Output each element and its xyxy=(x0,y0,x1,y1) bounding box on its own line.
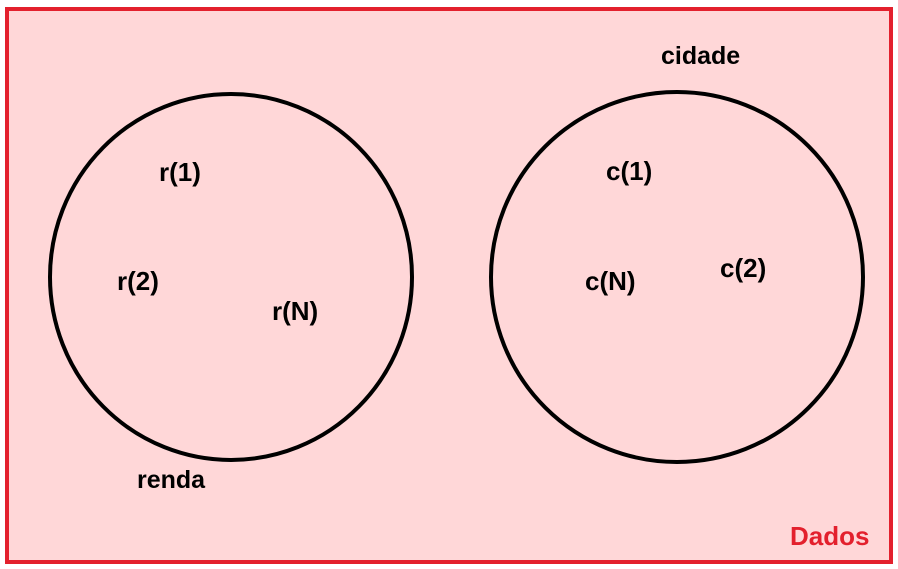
element-c-1: c(1) xyxy=(606,156,653,186)
universe-label: Dados xyxy=(790,521,870,551)
universe-set-frame xyxy=(5,7,893,564)
element-r-1: r(1) xyxy=(159,157,201,187)
element-r-2: r(2) xyxy=(117,266,159,296)
element-r-n: r(N) xyxy=(272,296,319,326)
set-cidade-label: cidade xyxy=(661,42,741,70)
element-c-2: c(2) xyxy=(720,253,767,283)
set-cidade-circle xyxy=(489,90,865,464)
set-renda-label: renda xyxy=(137,466,206,494)
set-renda-circle xyxy=(48,92,414,462)
element-c-n: c(N) xyxy=(585,266,636,296)
